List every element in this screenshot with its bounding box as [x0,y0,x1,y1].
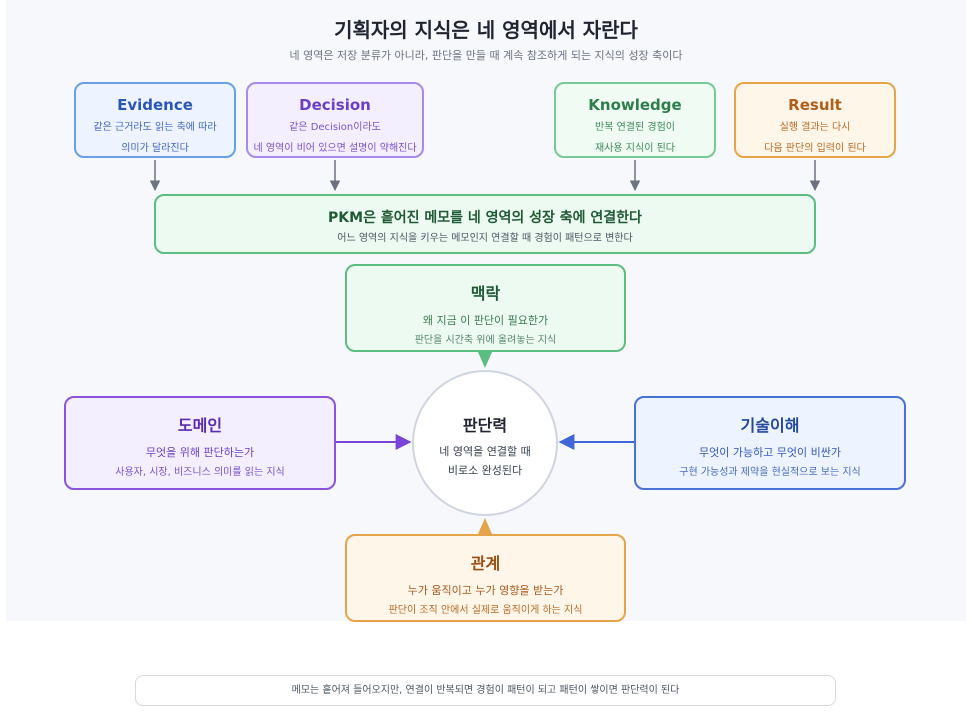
relation-title: 관계 [470,554,501,573]
context-box: 맥락 왜 지금 이 판단이 필요한가 판단을 시간축 위에 올려놓는 지식 [345,264,626,352]
knowledge-box: Knowledge 반복 연결된 경험이 재사용 지식이 된다 [554,82,716,158]
tech-box: 기술이해 무엇이 가능하고 무엇이 비싼가 구현 가능성과 제약을 현실적으로 … [634,396,906,490]
knowledge-title: Knowledge [588,96,682,114]
pkm-desc: 어느 영역의 지식을 키우는 메모인지 연결할 때 경험이 패턴으로 변한다 [337,233,633,244]
page-subtitle: 네 영역은 저장 분류가 아니라, 판단을 만들 때 계속 참조하게 되는 지식… [289,49,683,62]
page-title: 기획자의 지식은 네 영역에서 자란다 [334,18,638,42]
decision-line-2: 네 영역이 비어 있으면 설명이 약해진다 [253,143,417,154]
result-box: Result 실행 결과는 다시 다음 판단의 입력이 된다 [734,82,896,158]
judgment-title: 판단력 [462,416,508,435]
tech-question: 무엇이 가능하고 무엇이 비싼가 [698,446,842,459]
result-title: Result [788,96,842,114]
tech-title: 기술이해 [740,416,800,435]
relation-desc: 판단이 조직 안에서 실제로 움직이게 하는 지식 [388,605,583,616]
decision-line-1: 같은 Decision이라도 [289,122,381,133]
evidence-line-1: 같은 근거라도 읽는 축에 따라 [93,122,217,133]
evidence-title: Evidence [117,96,193,114]
judgment-circle: 판단력 네 영역을 연결할 때 비로소 완성된다 [412,370,558,516]
domain-title: 도메인 [177,416,223,435]
relation-box: 관계 누가 움직이고 누가 영향을 받는가 판단이 조직 안에서 실제로 움직이… [345,534,626,622]
tech-desc: 구현 가능성과 제약을 현실적으로 보는 지식 [679,467,861,478]
relation-question: 누가 움직이고 누가 영향을 받는가 [407,584,564,597]
evidence-line-2: 의미가 달라진다 [121,143,189,154]
arrow-context-to-center [478,352,492,368]
arrow-relation-to-center [478,518,492,534]
context-title: 맥락 [470,284,501,303]
knowledge-line-2: 재사용 지식이 된다 [595,143,675,154]
result-line-2: 다음 판단의 입력이 된다 [764,143,866,154]
result-line-1: 실행 결과는 다시 [779,122,851,133]
evidence-box: Evidence 같은 근거라도 읽는 축에 따라 의미가 달라진다 [74,82,236,158]
judgment-line-1: 네 영역을 연결할 때 [439,445,531,458]
knowledge-line-1: 반복 연결된 경험이 [595,122,675,133]
domain-box: 도메인 무엇을 위해 판단하는가 사용자, 시장, 비즈니스 의미를 읽는 지식 [64,396,336,490]
domain-desc: 사용자, 시장, 비즈니스 의미를 읽는 지식 [115,467,285,478]
decision-title: Decision [299,96,371,114]
context-question: 왜 지금 이 판단이 필요한가 [422,314,549,327]
decision-box: Decision 같은 Decision이라도 네 영역이 비어 있으면 설명이… [246,82,424,158]
judgment-line-2: 비로소 완성된다 [447,464,523,477]
domain-question: 무엇을 위해 판단하는가 [145,446,255,459]
footer-note: 메모는 흩어져 들어오지만, 연결이 반복되면 경험이 패턴이 되고 패턴이 쌓… [135,675,836,706]
context-desc: 판단을 시간축 위에 올려놓는 지식 [414,335,557,346]
pkm-box: PKM은 흩어진 메모를 네 영역의 성장 축에 연결한다 어느 영역의 지식을… [154,194,816,254]
pkm-title: PKM은 흩어진 메모를 네 영역의 성장 축에 연결한다 [328,210,642,226]
